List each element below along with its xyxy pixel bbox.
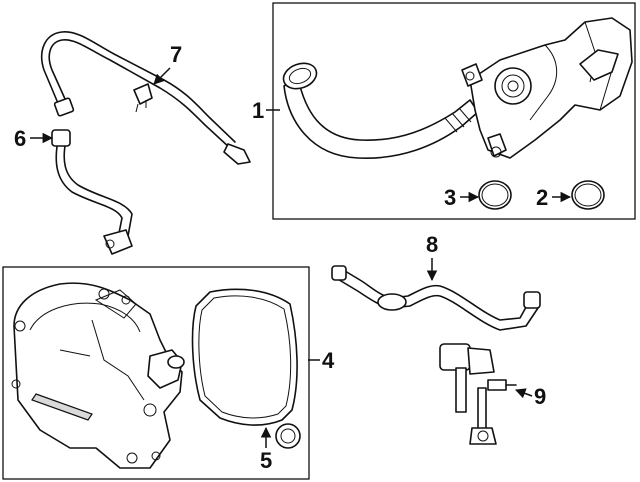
callout-1: 1 bbox=[252, 98, 280, 123]
part-6-vacuum-hose bbox=[51, 129, 133, 255]
part-2-o-ring bbox=[571, 180, 605, 210]
callout-7: 7 bbox=[153, 42, 182, 85]
part-9-check-valve bbox=[439, 343, 517, 445]
svg-text:4: 4 bbox=[322, 348, 335, 373]
part-5-gasket bbox=[191, 288, 301, 449]
callout-4: 4 bbox=[308, 348, 335, 373]
callout-6: 6 bbox=[14, 126, 54, 151]
svg-text:7: 7 bbox=[170, 42, 182, 67]
callout-3: 3 bbox=[444, 185, 480, 210]
part-7-vacuum-line bbox=[40, 31, 251, 165]
svg-text:5: 5 bbox=[260, 448, 272, 473]
part-1-group-box bbox=[272, 2, 636, 220]
part-4-group-box bbox=[2, 266, 310, 480]
svg-text:8: 8 bbox=[426, 232, 438, 257]
svg-text:2: 2 bbox=[536, 185, 548, 210]
callout-9: 9 bbox=[515, 384, 546, 409]
svg-text:9: 9 bbox=[534, 384, 546, 409]
part-4-vacuum-pump bbox=[11, 282, 185, 469]
svg-text:1: 1 bbox=[252, 98, 264, 123]
part-3-o-ring bbox=[478, 180, 512, 210]
part-8-vacuum-tube bbox=[331, 265, 541, 331]
svg-text:6: 6 bbox=[14, 126, 26, 151]
callout-8: 8 bbox=[426, 232, 438, 282]
svg-text:3: 3 bbox=[444, 185, 456, 210]
callout-2: 2 bbox=[536, 185, 572, 210]
part-1-vacuum-line-assembly bbox=[282, 17, 633, 159]
callout-5: 5 bbox=[260, 426, 272, 473]
